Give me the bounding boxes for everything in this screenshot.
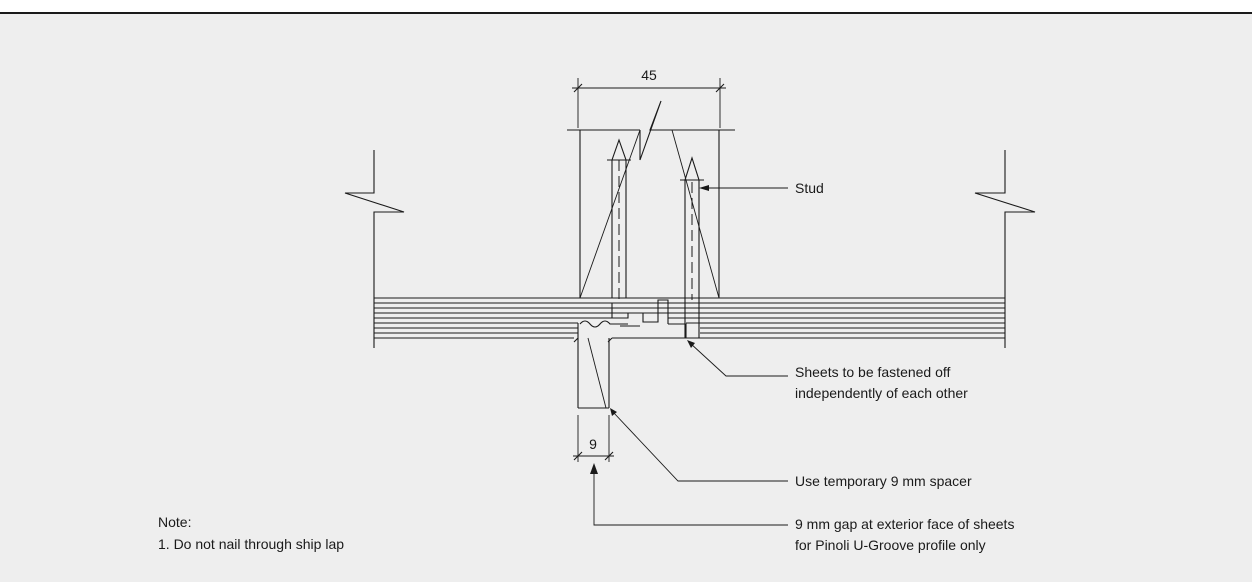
fastening-label-line2: independently of each other — [795, 385, 968, 401]
gap-label-line1: 9 mm gap at exterior face of sheets — [795, 516, 1014, 532]
spacer-label: Use temporary 9 mm spacer — [795, 473, 972, 489]
note-heading: Note: — [158, 514, 191, 530]
stud-width-value: 45 — [641, 67, 657, 83]
stud-leader — [699, 185, 788, 191]
spacer-leader — [610, 408, 788, 482]
left-wall-break — [344, 150, 405, 348]
right-wall-break — [974, 150, 1036, 348]
gap-leader — [590, 463, 788, 526]
sheet-layers — [374, 297, 1005, 339]
gap-label-line2: for Pinoli U-Groove profile only — [795, 537, 986, 553]
stud-width-dimension: 45 — [572, 67, 726, 128]
fastening-leader — [687, 340, 788, 377]
stud-label: Stud — [795, 180, 824, 196]
right-nail — [680, 156, 704, 338]
note-item-1: 1. Do not nail through ship lap — [158, 536, 344, 552]
gap-dimension: 9 — [573, 415, 614, 462]
ship-lap-joint — [573, 299, 687, 343]
stud — [567, 100, 735, 299]
gap-width-value: 9 — [589, 436, 597, 452]
left-nail — [607, 138, 631, 300]
top-rule — [0, 0, 1252, 14]
temporary-spacer — [577, 337, 610, 409]
fastening-label-line1: Sheets to be fastened off — [795, 364, 951, 380]
